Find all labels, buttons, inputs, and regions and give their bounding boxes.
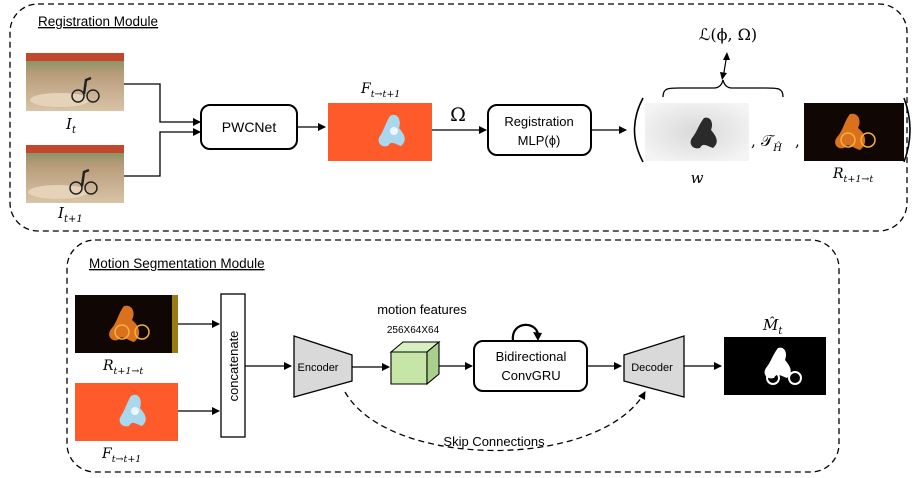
- label-r-seg: Rt+1→t: [102, 358, 143, 377]
- skip-connections-label: Skip Connections: [443, 434, 545, 449]
- loss-label: ℒ(ϕ, Ω): [699, 25, 757, 44]
- mlp-line2: MLP(ϕ): [518, 133, 561, 148]
- registration-module-frame: [9, 3, 908, 232]
- motion-features-cube: [389, 340, 441, 386]
- loss-brace: [662, 79, 784, 98]
- label-w: w: [691, 169, 704, 187]
- homography-label: 𝒯Ĥ: [761, 131, 782, 154]
- encoder-block: [293, 335, 353, 398]
- label-flow-top: Ft→t+1: [360, 81, 400, 100]
- comma-1: ,: [751, 132, 756, 150]
- registration-module-title: Registration Module: [38, 14, 158, 29]
- frame-it-image: [26, 53, 124, 111]
- seg-flow-image: [75, 383, 178, 441]
- comma-2: ,: [795, 132, 800, 150]
- label-mask: M̂t: [762, 316, 783, 337]
- pwcnet-label: PWCNet: [222, 119, 277, 135]
- segmentation-module-title: Motion Segmentation Module: [89, 256, 265, 271]
- concatenate-label: concatenate: [226, 331, 241, 402]
- left-paren: [633, 97, 644, 163]
- right-paren: [903, 97, 911, 163]
- decoder-label: Decoder: [631, 362, 673, 374]
- gru-line2: ConvGRU: [501, 368, 560, 383]
- motion-features-size: 256X64X64: [387, 325, 440, 336]
- frame-it1-image: [26, 145, 124, 203]
- gru-line1: Bidirectional: [496, 349, 567, 364]
- mlp-line1: Registration: [504, 114, 573, 129]
- motion-features-label: motion features: [377, 302, 467, 317]
- label-it1: It+1: [57, 204, 83, 225]
- seg-residual-image: [75, 295, 178, 353]
- flow-image: [328, 103, 432, 161]
- label-r-top: Rt+1→t: [832, 166, 873, 185]
- arrow-it1-to-pwcnet: [124, 128, 201, 177]
- mask-output-image: [724, 337, 826, 395]
- label-it: It: [65, 115, 77, 136]
- concatenate-box: [220, 293, 246, 438]
- omega-label: Ω: [450, 104, 466, 126]
- decoder-block: [623, 335, 685, 398]
- arrow-it-to-pwcnet: [124, 83, 201, 126]
- weight-map-image: [645, 103, 749, 161]
- encoder-label: Encoder: [298, 362, 339, 374]
- registered-residual-image: [804, 103, 904, 161]
- label-f-seg: Ft→t+1: [101, 446, 141, 465]
